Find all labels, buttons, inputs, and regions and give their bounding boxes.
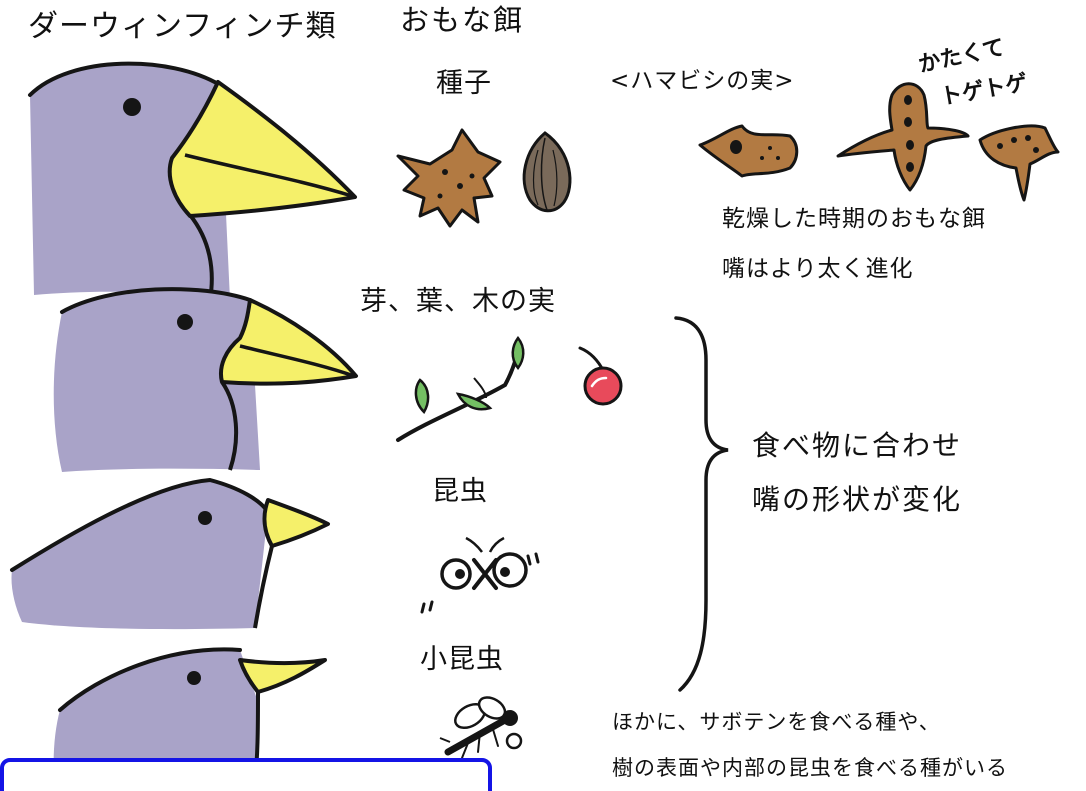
food-label-buds-leaves-fruit: 芽、葉、木の実: [360, 286, 556, 317]
finch-warbler: [10, 477, 330, 630]
bottom-frame: [0, 758, 492, 791]
dry-period-note-line1: 乾燥した時期のおもな餌: [722, 206, 986, 232]
insect-icon: [420, 536, 540, 614]
brace-note-line2: 嘴の形状が変化: [752, 483, 963, 516]
finch-large-ground: [28, 61, 357, 301]
brace-note-line1: 食べ物に合わせ: [752, 429, 963, 462]
curly-brace: [674, 316, 729, 692]
caltrop-fruit-2-icon: [836, 82, 970, 192]
small-insect-icon: [439, 696, 523, 759]
food-header: おもな餌: [400, 3, 525, 37]
caltrop-fruit-3-icon: [978, 124, 1060, 202]
footer-note-line1: ほかに、サボテンを食べる種や、: [612, 710, 941, 734]
caltrop-fruit-1-icon: [698, 124, 799, 178]
finch-small-insect: [53, 647, 327, 791]
finch-tree: [53, 287, 358, 472]
twig-with-leaves-icon: [396, 335, 525, 442]
seed-icon: [522, 131, 572, 213]
cherry-icon: [578, 346, 623, 406]
spiky-seed-icon: [396, 128, 502, 228]
food-label-small-insects: 小昆虫: [420, 644, 504, 675]
caltrop-label: <ハマビシの実>: [610, 68, 795, 94]
footer-note-line2: 樹の表面や内部の昆虫を食べる種がいる: [612, 756, 1008, 780]
dry-period-note-line2: 嘴はより太く進化: [722, 256, 914, 282]
food-label-seeds: 種子: [436, 68, 492, 99]
page-title: ダーウィンフィンチ類: [28, 9, 337, 44]
food-label-insects: 昆虫: [432, 476, 488, 507]
